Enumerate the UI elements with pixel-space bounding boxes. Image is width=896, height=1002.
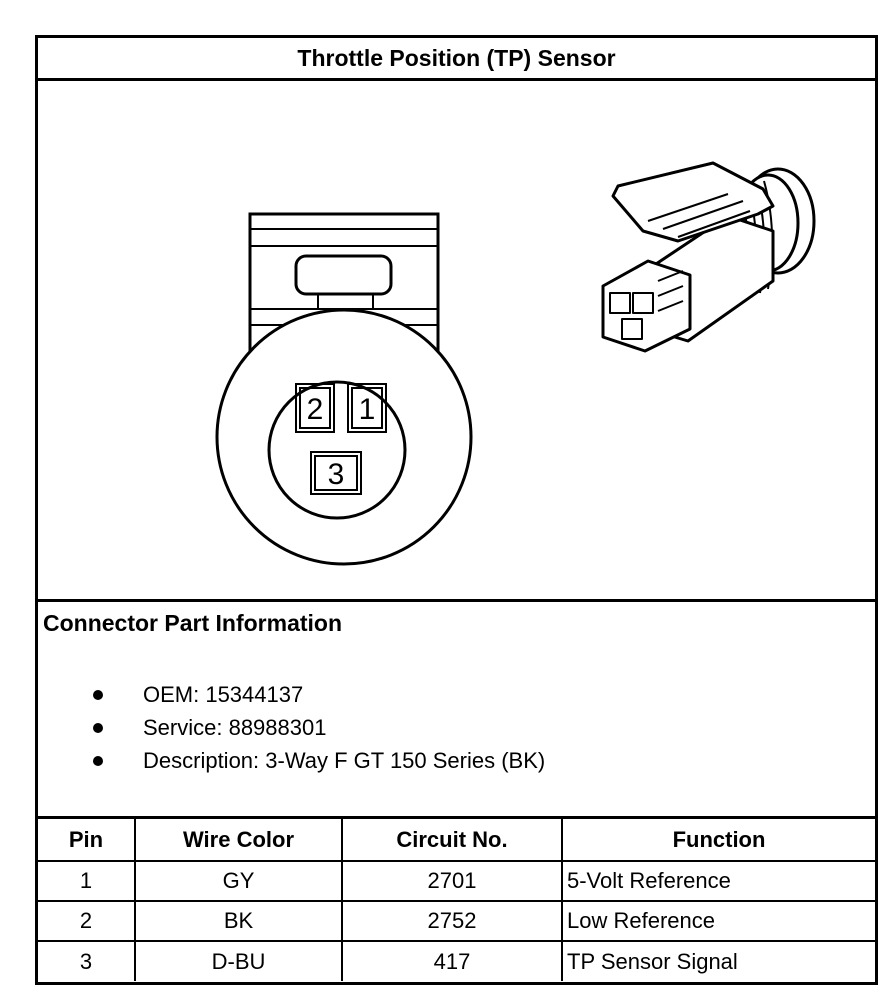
- info-item-service: Service: 88988301: [38, 711, 545, 744]
- table-row: 1 GY 2701 5-Volt Reference: [38, 860, 875, 902]
- info-heading: Connector Part Information: [43, 610, 343, 636]
- info-item-text: Description: 3-Way F GT 150 Series (BK): [143, 748, 546, 773]
- cell-function: 5-Volt Reference: [561, 860, 875, 902]
- bullet-icon: [93, 723, 103, 733]
- info-item-text: OEM: 15344137: [143, 682, 304, 707]
- bullet-icon: [93, 756, 103, 766]
- cell-pin: 3: [38, 940, 136, 981]
- front-cavity: [609, 292, 631, 314]
- header-pin: Pin: [38, 819, 136, 862]
- pin-label-3: 3: [328, 458, 345, 491]
- table-row: 2 BK 2752 Low Reference: [38, 900, 875, 942]
- front-cavity-detail: [657, 270, 684, 312]
- table-row: 3 D-BU 417 TP Sensor Signal: [38, 940, 875, 981]
- info-item-oem: OEM: 15344137: [38, 678, 545, 711]
- connector-sheet: Throttle Position (TP) Sensor: [35, 35, 878, 985]
- front-cavity: [621, 318, 643, 340]
- header-circuit-no: Circuit No.: [341, 819, 563, 862]
- info-item-description: Description: 3-Way F GT 150 Series (BK): [38, 744, 545, 777]
- connector-inner-face: [267, 380, 407, 520]
- cell-function: Low Reference: [561, 900, 875, 942]
- info-list: OEM: 15344137 Service: 88988301 Descript…: [38, 678, 545, 777]
- pin-cavity-3-inner: [314, 455, 358, 491]
- table-header-row: Pin Wire Color Circuit No. Function: [38, 819, 875, 862]
- connector-face-view: [215, 212, 473, 566]
- cell-wire-color: D-BU: [134, 940, 343, 981]
- cell-pin: 2: [38, 900, 136, 942]
- connector-diagram-area: 2 1 3: [38, 81, 875, 602]
- cell-pin: 1: [38, 860, 136, 902]
- latch-tab: [294, 254, 393, 296]
- pin-cavity-2-inner: [299, 387, 331, 429]
- cell-circuit-no: 2701: [341, 860, 563, 902]
- front-cavity: [632, 292, 654, 314]
- pin-cavity-2: [295, 383, 335, 433]
- connector-latch-detail: [647, 193, 751, 238]
- connector-part-information: Connector Part Information OEM: 15344137…: [38, 602, 875, 819]
- header-wire-color: Wire Color: [134, 819, 343, 862]
- header-function: Function: [561, 819, 875, 862]
- cell-wire-color: GY: [134, 860, 343, 902]
- cell-function: TP Sensor Signal: [561, 940, 875, 981]
- pin-cavity-1-inner: [351, 387, 383, 429]
- connector-diagram: 2 1 3: [215, 161, 816, 566]
- pin-cavity-3: [310, 451, 362, 495]
- pin-label-1: 1: [359, 393, 376, 426]
- pin-cavity-1: [347, 383, 387, 433]
- connector-latch: [611, 161, 775, 243]
- connector-isometric-view: [601, 161, 816, 353]
- sheet-title: Throttle Position (TP) Sensor: [38, 38, 875, 81]
- cell-wire-color: BK: [134, 900, 343, 942]
- cell-circuit-no: 417: [341, 940, 563, 981]
- bullet-icon: [93, 690, 103, 700]
- info-item-text: Service: 88988301: [143, 715, 327, 740]
- pin-label-2: 2: [307, 393, 324, 426]
- cell-circuit-no: 2752: [341, 900, 563, 942]
- pinout-table: Pin Wire Color Circuit No. Function 1 GY…: [38, 819, 875, 981]
